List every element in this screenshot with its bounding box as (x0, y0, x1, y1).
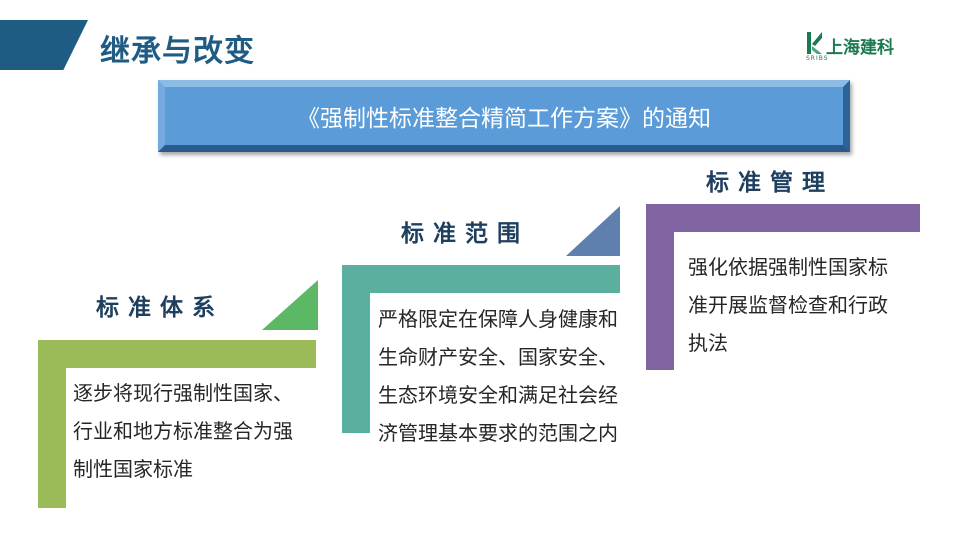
logo-text: 上海建科 (826, 38, 894, 58)
step-bar-vertical (342, 265, 370, 433)
step-bar-horizontal (38, 340, 316, 368)
step-title-scope: 标准范围 (401, 221, 529, 247)
step-body-scope: 严格限定在保障人身健康和生命财产安全、国家安全、生态环境安全和满足社会经济管理基… (378, 307, 618, 445)
step-title-system: 标准体系 (96, 295, 224, 321)
banner-text: 《强制性标准整合精简工作方案》的通知 (297, 106, 711, 132)
step-arrow-triangle (262, 280, 318, 330)
building-logo-icon (807, 32, 822, 54)
step-bar-horizontal (342, 265, 620, 293)
step-body-management: 强化依据强制性国家标准开展监督检查和行政执法 (688, 255, 888, 355)
step-title-management: 标准管理 (706, 170, 834, 196)
step-bar-vertical (38, 340, 66, 508)
notice-banner: 《强制性标准整合精简工作方案》的通知 (158, 80, 850, 152)
step-arrow-triangle (566, 206, 620, 256)
company-logo: 上海建科 SRIBS (806, 30, 916, 66)
title-accent-bar (0, 20, 88, 70)
step-body-system: 逐步将现行强制性国家、行业和地方标准整合为强制性国家标准 (73, 381, 293, 481)
logo-subtext: SRIBS (806, 55, 829, 62)
step-bar-horizontal (646, 204, 920, 232)
page-title: 继承与改变 (100, 34, 255, 69)
step-bar-vertical (646, 204, 674, 370)
